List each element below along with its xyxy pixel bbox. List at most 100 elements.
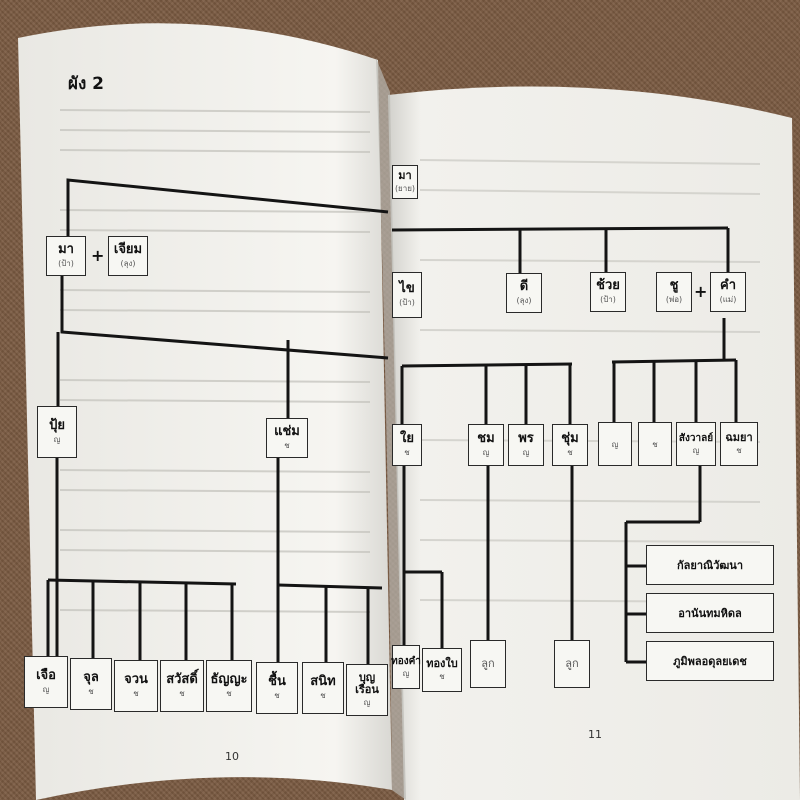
child-box-bhumibol: ภูมิพลอดุลยเดช: [646, 641, 774, 681]
person-role: ญ: [42, 685, 50, 695]
person-name: ปุ้ย: [49, 417, 65, 433]
left-page: [18, 23, 392, 800]
person-box-chum: ชุ่ม ช: [552, 424, 588, 466]
page-number-left: 10: [225, 750, 239, 763]
person-role: ช: [567, 448, 573, 458]
person-name: สนิท: [310, 673, 336, 689]
person-role: (ป้า): [600, 295, 616, 305]
person-box-phon: พร ญ: [508, 424, 544, 466]
person-role: ญ: [53, 435, 61, 445]
person-name: คำ: [720, 277, 736, 293]
person-box-chuan: จวน ช: [114, 660, 158, 712]
person-role: ช: [274, 691, 280, 701]
person-box-ma-grandmother: มา (ยาย): [392, 165, 418, 199]
person-role: ช: [439, 672, 445, 682]
person-box-chuai: ช้วย (ป้า): [590, 272, 626, 312]
person-name: แช่ม: [274, 423, 300, 439]
person-box-chuen: ชื้น ช: [256, 662, 298, 714]
person-role: ญ: [611, 440, 619, 450]
marriage-plus: +: [694, 282, 708, 301]
person-name: จวน: [124, 671, 148, 687]
person-role: (ลุง): [120, 259, 136, 269]
person-name: เจียม: [113, 241, 143, 257]
person-role: ช: [179, 689, 185, 699]
child-box-kanlaya: กัลยาณิวัฒนา: [646, 545, 774, 585]
person-name: ทองใบ: [426, 657, 458, 671]
person-box-di: ดี (ลุง): [506, 273, 542, 313]
person-box-thongkham: ทองคำ ญ: [391, 645, 421, 689]
person-role: (แม่): [719, 295, 737, 305]
bleed-through-text-left: [59, 109, 371, 613]
person-role: ช: [320, 691, 326, 701]
person-box-bunchuean: บุญเรือน ญ: [346, 664, 388, 716]
person-box-sangwan: สังวาลย์ ญ: [676, 422, 716, 466]
person-role: (ลุง): [516, 296, 532, 306]
person-box-saem: แช่ม ช: [266, 418, 308, 458]
child-box-ananda: อานันทมหิดล: [646, 593, 774, 633]
person-role: ญ: [363, 698, 371, 708]
person-box-khai: ไข (ป้า): [392, 272, 422, 318]
person-role: ญ: [692, 445, 700, 455]
person-box-thanyu: ธัญญะ ช: [206, 660, 252, 712]
person-name: ลูก: [565, 656, 579, 670]
person-role: ช: [226, 689, 232, 699]
person-name: ทองคำ: [391, 655, 421, 667]
person-box-chuea: เจือ ญ: [24, 656, 68, 708]
person-name: สังวาลย์: [678, 432, 714, 444]
person-name: ชม: [477, 430, 495, 446]
person-name: ชู: [669, 277, 679, 293]
person-role: ช: [133, 689, 139, 699]
person-name: ใย: [400, 430, 414, 446]
person-box-chu: ชู (พ่อ): [656, 272, 692, 312]
person-role: ญ: [522, 448, 530, 458]
person-box-sanit: สนิท ช: [302, 662, 344, 714]
person-box-ma: มา (ป้า): [46, 236, 86, 276]
person-name: ลูก: [481, 656, 495, 670]
person-name: ดี: [519, 278, 529, 294]
person-box-pui: ปุ้ย ญ: [37, 406, 77, 458]
gutter-shadow: [376, 58, 406, 800]
person-role: ช: [284, 441, 290, 451]
person-box-thongbai: ทองใบ ช: [422, 648, 462, 692]
person-role: (ยาย): [394, 184, 416, 194]
person-name: ช้วย: [596, 277, 620, 293]
person-box-chom: ชม ญ: [468, 424, 504, 466]
person-box-unnamed-son: ช: [638, 422, 672, 466]
person-name: เจือ: [36, 667, 56, 683]
person-box-unnamed-daughter: ญ: [598, 422, 632, 466]
person-role: ช: [736, 446, 742, 456]
person-role: ญ: [402, 668, 410, 678]
person-name: สวัสดิ์: [166, 671, 198, 687]
person-name: ธัญญะ: [210, 671, 248, 687]
person-box-sawat: สวัสดิ์ ช: [160, 660, 204, 712]
person-box-chamaya: ฉมยา ช: [720, 422, 758, 466]
person-role: (ป้า): [58, 259, 74, 269]
person-name: มา: [58, 241, 74, 257]
person-role: ช: [88, 687, 94, 697]
chart-heading: ผัง 2: [68, 74, 105, 94]
person-role: (ป้า): [399, 298, 415, 308]
person-name: ฉมยา: [725, 431, 753, 445]
person-name: ชุ่ม: [561, 430, 579, 446]
person-box-chiam: เจียม (ลุง): [108, 236, 148, 276]
person-box-luk-2: ลูก: [554, 640, 590, 688]
person-box-kham: คำ (แม่): [710, 272, 746, 312]
person-name: บุญเรือน: [355, 671, 379, 697]
person-box-luk-1: ลูก: [470, 640, 506, 688]
person-name: ชื้น: [268, 673, 286, 689]
person-box-chun: จุล ช: [70, 658, 112, 710]
person-name: จุล: [83, 669, 99, 685]
person-role: ญ: [482, 448, 490, 458]
left-tree-lines: [46, 178, 389, 664]
person-role: ช: [404, 448, 410, 458]
person-name: พร: [518, 430, 534, 446]
page-number-right: 11: [588, 728, 602, 741]
person-name: ไข: [399, 280, 415, 296]
person-role: ช: [652, 440, 658, 450]
person-role: (พ่อ): [665, 295, 683, 305]
right-tree-lines: [391, 226, 738, 664]
person-name: มา: [398, 169, 412, 183]
marriage-plus: +: [91, 246, 105, 265]
person-box-yai: ใย ช: [392, 424, 422, 466]
